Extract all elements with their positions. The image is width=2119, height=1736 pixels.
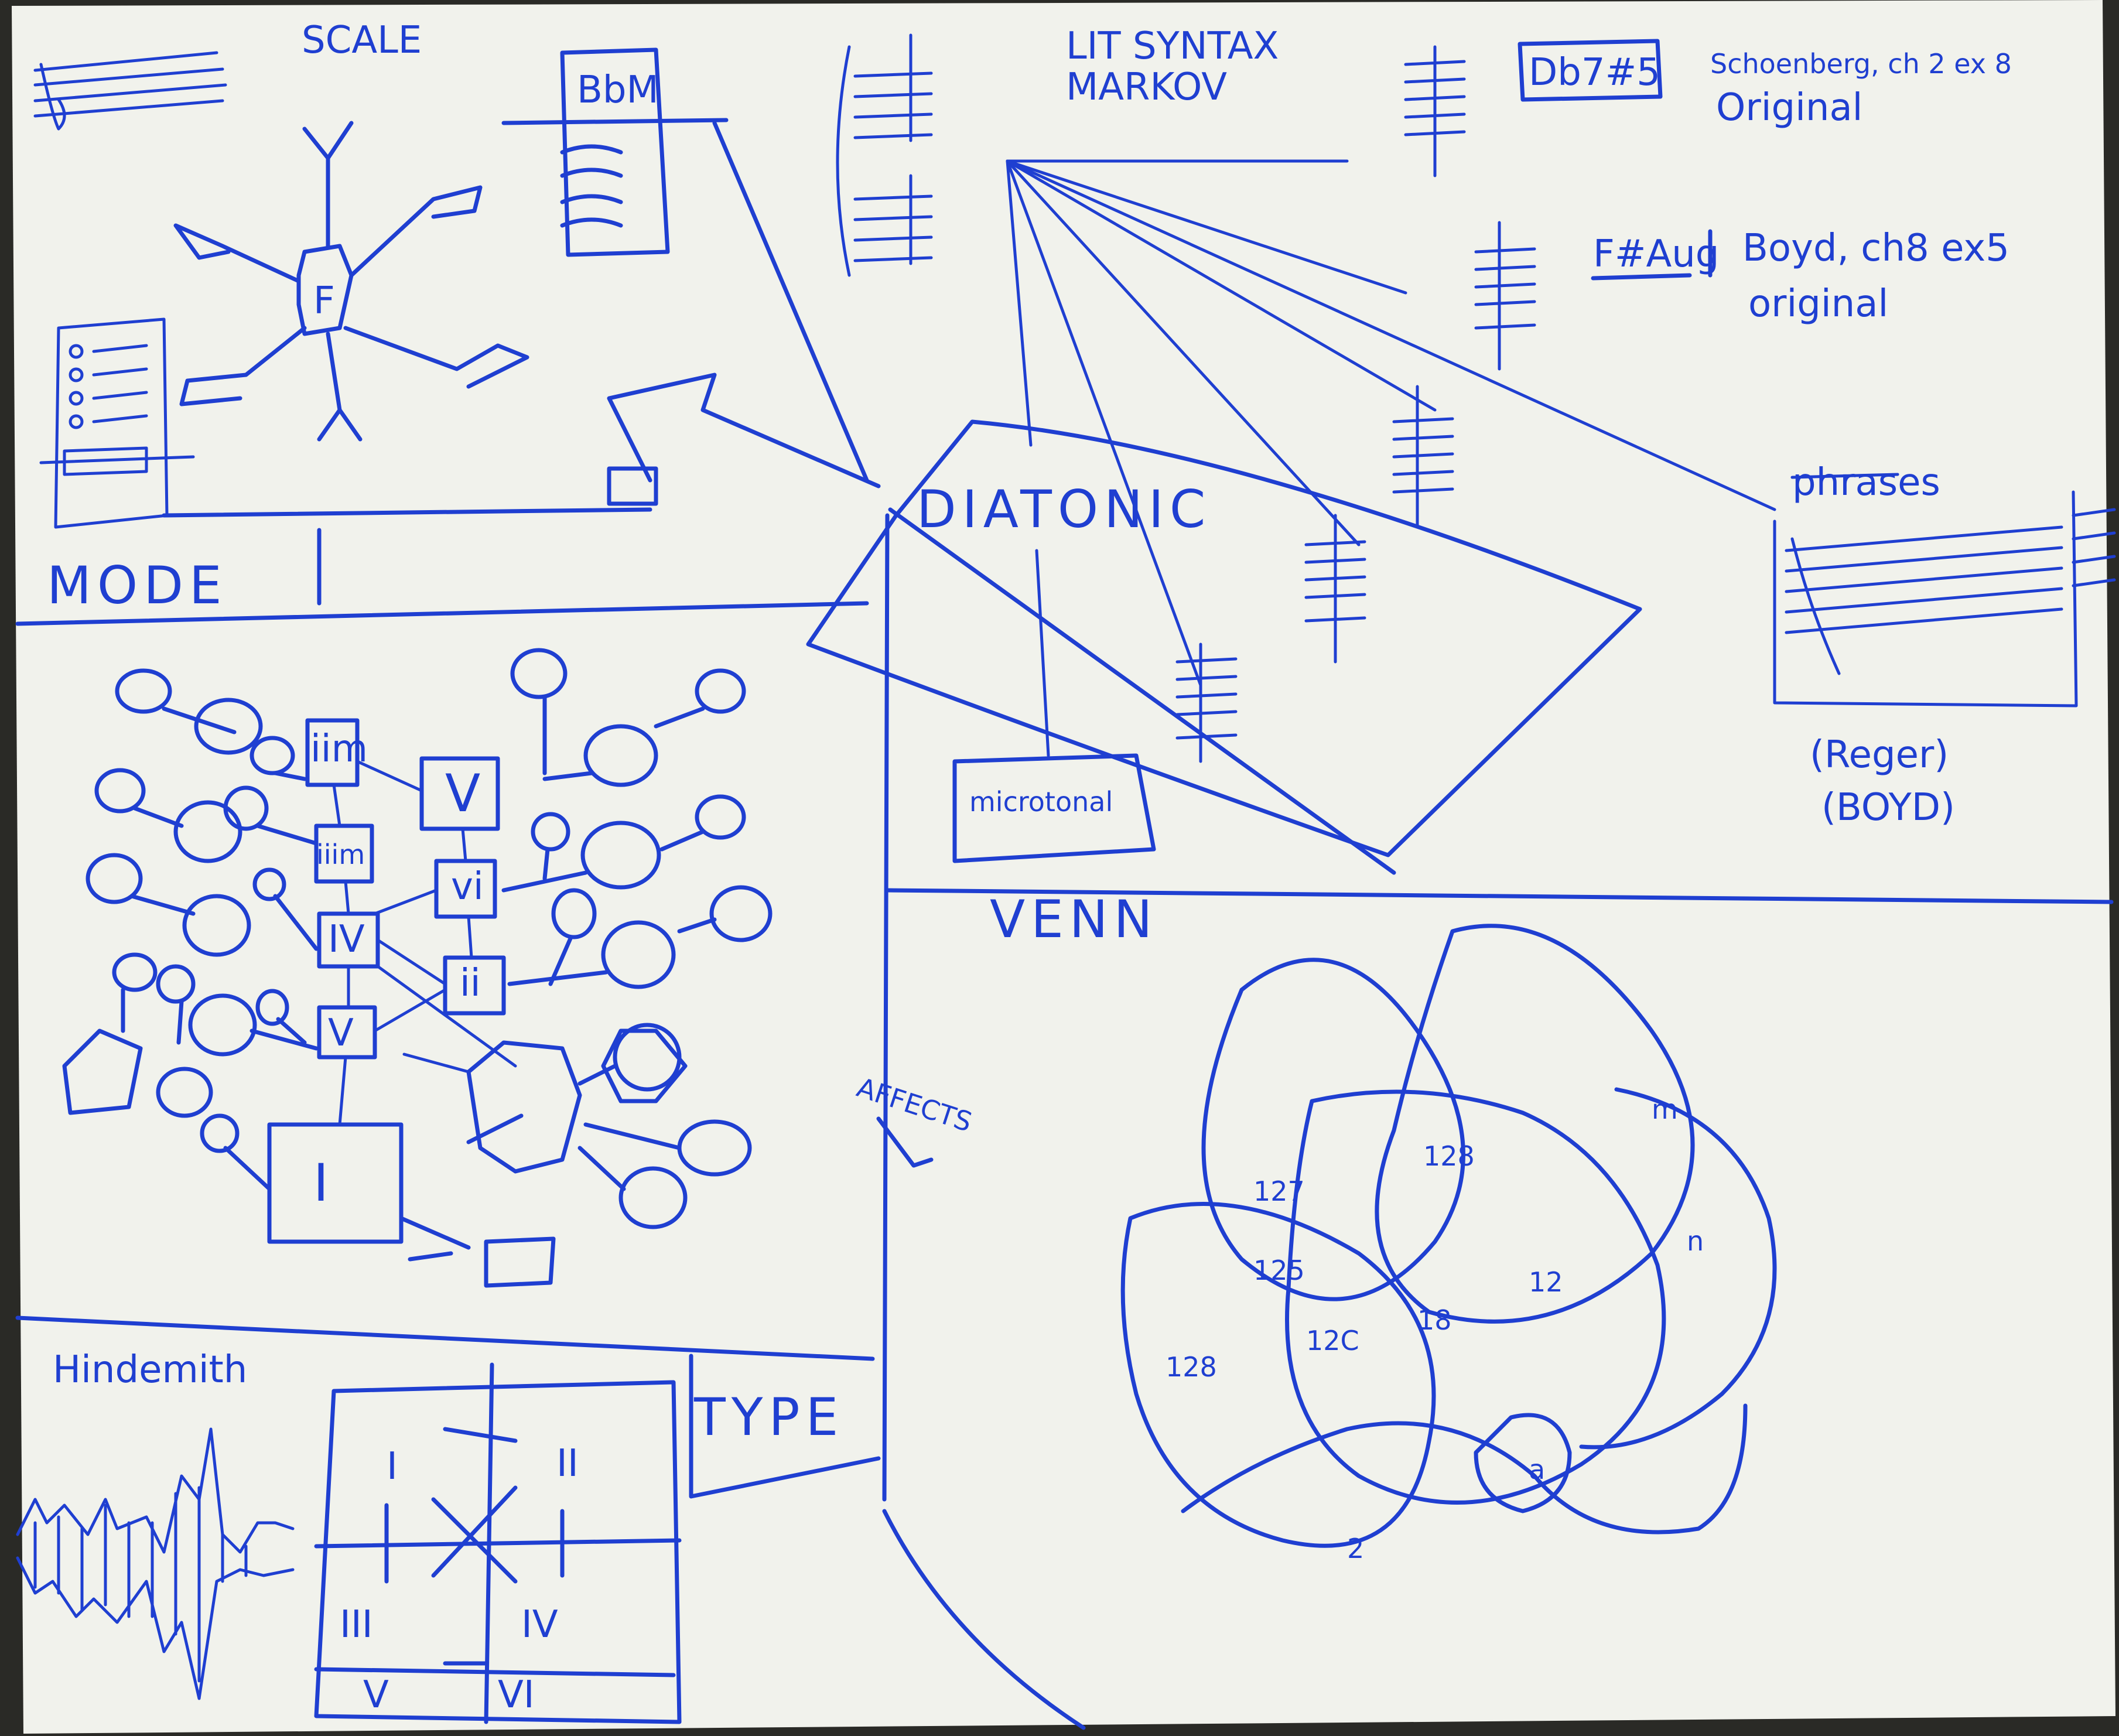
diatonic-section: DIATONIC microtonal bbox=[806, 419, 2114, 1502]
diatonic-outline bbox=[806, 419, 1642, 857]
progression-arrows bbox=[332, 760, 517, 1126]
scale-section: SCALE F BbM bbox=[33, 19, 881, 529]
chord-label-1: Db7#5 bbox=[1529, 51, 1660, 94]
grand-staff-icon bbox=[836, 33, 933, 277]
node-iim: iim bbox=[310, 727, 368, 771]
node-V: V bbox=[328, 1011, 354, 1055]
lit-heading-1: LIT SYNTAX bbox=[1066, 25, 1279, 68]
hindemith-heading: Hindemith bbox=[53, 1348, 247, 1392]
credit-boyd: (BOYD) bbox=[1821, 786, 1955, 829]
source-label-1b: Original bbox=[1716, 86, 1862, 129]
chord-box bbox=[1518, 39, 1663, 102]
chord-underline bbox=[1591, 229, 1713, 281]
phrases-label: phrases bbox=[1792, 461, 1940, 504]
quadrant-III: III bbox=[340, 1603, 373, 1646]
node-vi: vi bbox=[451, 865, 484, 908]
venn-label-7: 12 bbox=[1529, 1266, 1563, 1298]
venn-label-10: a bbox=[1529, 1454, 1545, 1485]
mode-divider bbox=[15, 528, 869, 626]
connector-curve bbox=[882, 1509, 1086, 1730]
venn-label-2: 128 bbox=[1423, 1140, 1475, 1172]
horizontal-divider bbox=[885, 888, 2114, 904]
hindemith-grid bbox=[314, 1362, 682, 1724]
node-IV: IV bbox=[328, 918, 365, 961]
type-label: TYPE bbox=[693, 1387, 844, 1447]
source-label-1: Schoenberg, ch 2 ex 8 bbox=[1710, 48, 2012, 80]
microtonal-box bbox=[952, 753, 1156, 863]
vertical-divider bbox=[882, 513, 890, 1502]
phrases-score-box bbox=[1773, 490, 2116, 708]
waveform-icon bbox=[16, 1427, 295, 1700]
node-V-top: V bbox=[445, 763, 486, 823]
quadrant-VI: VI bbox=[498, 1673, 535, 1717]
mode-section: MODE bbox=[15, 528, 869, 626]
lit-heading-2: MARKOV bbox=[1066, 66, 1227, 109]
small-box bbox=[607, 466, 658, 506]
scale-center-note: F bbox=[313, 279, 335, 323]
credit-reger: (Reger) bbox=[1810, 733, 1949, 777]
progression-graph: iim V iiim vi IV ii V I bbox=[62, 648, 773, 1288]
connector-line bbox=[162, 507, 652, 518]
lit-syntax-section: LIT SYNTAX MARKOV Db7#5 Sc bbox=[836, 25, 2116, 829]
diatonic-edge bbox=[888, 507, 1396, 875]
source-label-2: Boyd, ch8 ex5 bbox=[1742, 227, 2009, 270]
scale-heading: SCALE bbox=[302, 19, 422, 62]
hindemith-section: Hindemith I II III IV V VI TYPE bbox=[15, 1315, 1086, 1730]
venn-curves bbox=[1120, 924, 1777, 1548]
quadrant-IV: IV bbox=[521, 1603, 558, 1646]
mode-heading: MODE bbox=[47, 555, 228, 616]
quadrant-V: V bbox=[363, 1673, 389, 1717]
venn-label-3: 125 bbox=[1253, 1255, 1305, 1286]
scale-box-label: BbM bbox=[577, 69, 659, 112]
scale-star-diagram bbox=[173, 121, 529, 442]
strikethrough bbox=[1790, 473, 1899, 479]
venn-heading: VENN bbox=[990, 889, 1158, 949]
venn-label-6: 128 bbox=[1166, 1351, 1217, 1383]
quadrant-I: I bbox=[387, 1445, 398, 1488]
source-label-2b: original bbox=[1748, 282, 1888, 326]
diatonic-label: DIATONIC bbox=[917, 479, 1211, 539]
affects-arrow bbox=[876, 1116, 934, 1168]
mini-staff-icon bbox=[33, 51, 227, 131]
node-iiim: iiim bbox=[316, 839, 365, 870]
connector-line bbox=[1035, 549, 1050, 757]
venn-label-9: m bbox=[1652, 1093, 1678, 1125]
venn-label-11: 2 bbox=[1347, 1533, 1364, 1564]
microtonal-label: microtonal bbox=[969, 786, 1113, 818]
quadrant-II: II bbox=[556, 1442, 579, 1485]
chord-label-2: F#Aug bbox=[1593, 233, 1719, 276]
connector-line bbox=[712, 121, 869, 483]
markov-fan-lines bbox=[1006, 159, 1776, 687]
section-divider bbox=[15, 1315, 875, 1361]
node-ii: ii bbox=[460, 962, 481, 1005]
venn-label-8: n bbox=[1687, 1225, 1704, 1257]
type-box bbox=[689, 1354, 881, 1499]
node-I: I bbox=[313, 1153, 334, 1213]
scale-list-box bbox=[501, 47, 729, 257]
venn-label-5: 18 bbox=[1417, 1304, 1452, 1336]
chord-staff-icon bbox=[1175, 45, 1536, 763]
venn-label-4: 12C bbox=[1306, 1325, 1359, 1356]
big-arrow bbox=[607, 373, 881, 488]
venn-section: VENN 127 128 125 12C 18 128 12 n m a 2 bbox=[990, 889, 1777, 1564]
satellite-nodes bbox=[62, 648, 773, 1288]
venn-label-1: 127 bbox=[1253, 1175, 1305, 1207]
